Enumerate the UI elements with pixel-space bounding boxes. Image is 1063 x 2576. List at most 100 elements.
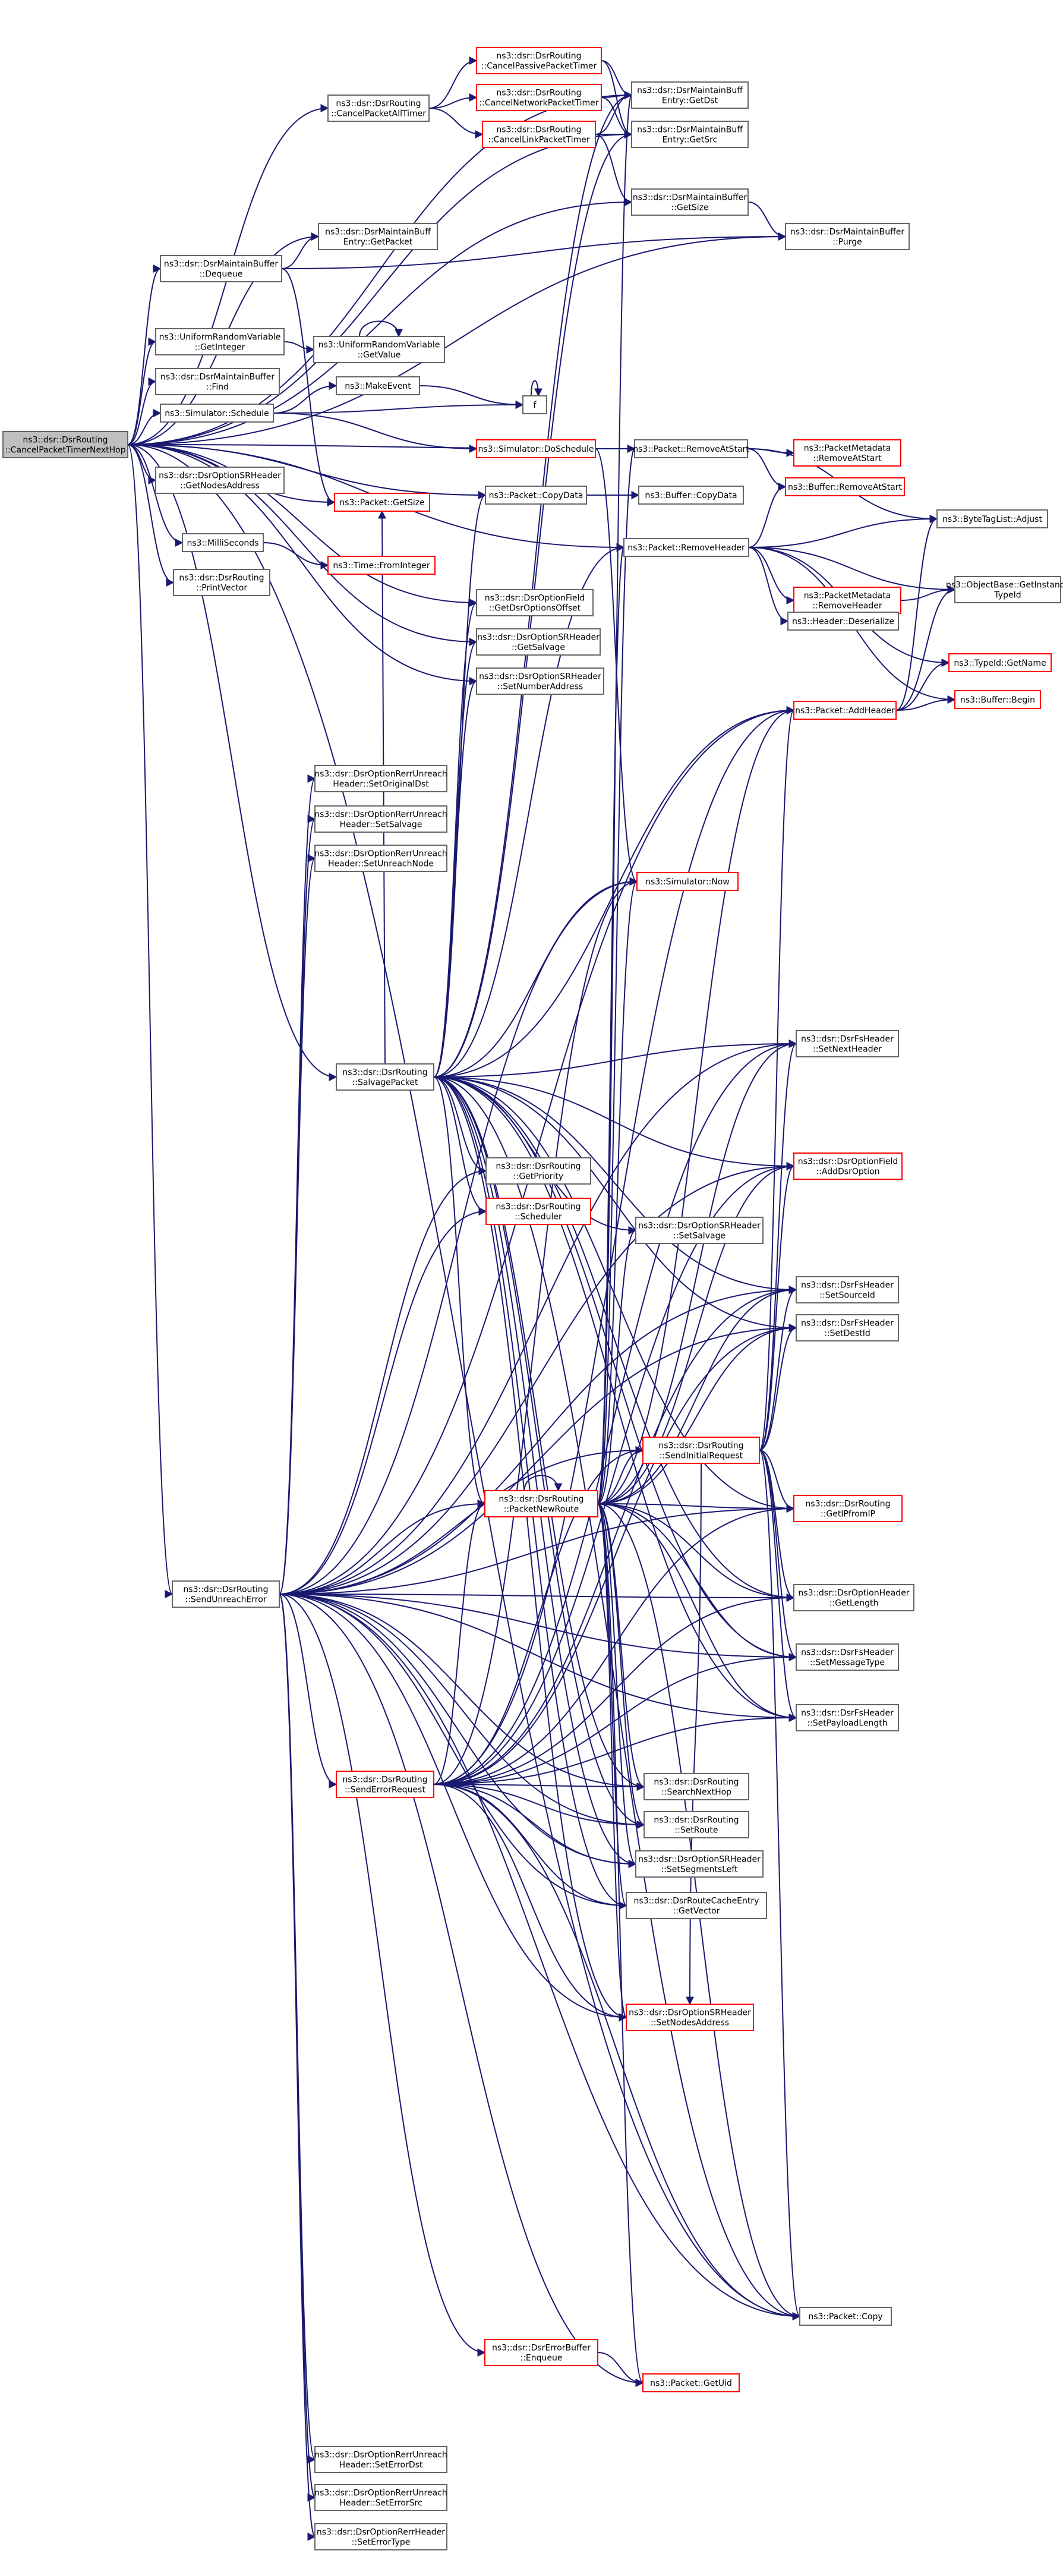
node-pktGetUid[interactable]: ns3::Packet::GetUid [642, 2373, 740, 2392]
node-cancelNetwork[interactable]: ns3::dsr::DsrRouting::CancelNetworkPacke… [476, 84, 602, 111]
node-getSize[interactable]: ns3::dsr::DsrMaintainBuffer::GetSize [631, 188, 749, 216]
edge-salvagePacket-to-searchNextHop [433, 1076, 645, 1791]
node-dequeue[interactable]: ns3::dsr::DsrMaintainBuffer::Dequeue [160, 255, 282, 282]
node-label: ::Find [206, 383, 229, 392]
edge-packetNewRoute-to-fsSetSourceId [597, 1286, 797, 1504]
node-searchNextHop[interactable]: ns3::dsr::DsrRouting::SearchNextHop [644, 1773, 749, 1800]
node-box [484, 1490, 598, 1517]
node-addDsrOption[interactable]: ns3::dsr::DsrOptionField::AddDsrOption [793, 1152, 903, 1180]
node-cancelLink[interactable]: ns3::dsr::DsrRouting::CancelLinkPacketTi… [482, 121, 596, 148]
node-label: ::PrintVector [196, 584, 247, 593]
node-fromInteger[interactable]: ns3::Time::FromInteger [327, 556, 436, 575]
node-doSchedule[interactable]: ns3::Simulator::DoSchedule [476, 439, 596, 458]
node-label: ::SetMessageType [810, 1658, 885, 1668]
edge-pmRemoveHeader-to-getInstanceTypeId [900, 585, 956, 601]
node-pmRemoveAtStart[interactable]: ns3::PacketMetadata::RemoveAtStart [793, 439, 901, 467]
node-label: ns3::dsr::DsrOptionSRHeader [479, 672, 601, 682]
node-label: Entry::GetPacket [343, 238, 413, 247]
node-label: ::SendErrorRequest [345, 1785, 425, 1795]
node-copyData[interactable]: ns3::Packet::CopyData [485, 486, 587, 505]
node-box [793, 587, 901, 614]
node-root[interactable]: ns3::dsr::DsrRouting::CancelPacketTimerN… [2, 431, 128, 458]
node-bufRemoveAtStart[interactable]: ns3::Buffer::RemoveAtStart [785, 477, 905, 496]
node-label: ::GetSize [671, 203, 708, 213]
node-addHeader[interactable]: ns3::Packet::AddHeader [793, 701, 897, 720]
node-getInteger[interactable]: ns3::UniformRandomVariable::GetInteger [155, 328, 285, 355]
edge-root-to-purge [127, 232, 787, 445]
node-srSetSegmentsLeft[interactable]: ns3::dsr::DsrOptionSRHeader::SetSegments… [635, 1850, 764, 1878]
node-simNow[interactable]: ns3::Simulator::Now [636, 872, 739, 891]
node-fsSetNextHeader[interactable]: ns3::dsr::DsrFsHeader::SetNextHeader [796, 1030, 899, 1057]
node-printVector[interactable]: ns3::dsr::DsrRouting::PrintVector [173, 569, 270, 596]
edge-sendUnreachError-to-srSetNodesAddress [279, 1594, 627, 2021]
node-getPriority[interactable]: ns3::dsr::DsrRouting::GetPriority [485, 1157, 591, 1185]
node-byteTagAdjust[interactable]: ns3::ByteTagList::Adjust [936, 509, 1048, 528]
node-pmRemoveHeader[interactable]: ns3::PacketMetadata::RemoveHeader [793, 587, 901, 614]
node-rerrSetOriginalDst[interactable]: ns3::dsr::DsrOptionRerrUnreachHeader::Se… [314, 765, 447, 792]
node-label: ns3::dsr::DsrRouting [496, 1162, 581, 1172]
node-getValue[interactable]: ns3::UniformRandomVariable::GetValue [313, 336, 445, 363]
node-rerrSetSalvage[interactable]: ns3::dsr::DsrOptionRerrUnreachHeader::Se… [314, 805, 447, 833]
node-removeHeader[interactable]: ns3::Packet::RemoveHeader [623, 538, 749, 557]
node-label: f [534, 401, 537, 410]
node-scheduler[interactable]: ns3::dsr::DsrRouting::Scheduler [485, 1198, 591, 1225]
node-srSetNodesAddress[interactable]: ns3::dsr::DsrOptionSRHeader::SetNodesAdd… [626, 2004, 754, 2031]
node-find[interactable]: ns3::dsr::DsrMaintainBuffer::Find [155, 368, 280, 395]
node-fsSetMessageType[interactable]: ns3::dsr::DsrFsHeader::SetMessageType [796, 1643, 899, 1671]
edge-getSize-to-purge [747, 201, 787, 241]
node-fsSetSourceId[interactable]: ns3::dsr::DsrFsHeader::SetSourceId [796, 1276, 899, 1303]
node-getNodesAddress[interactable]: ns3::dsr::DsrOptionSRHeader::GetNodesAdd… [155, 467, 285, 494]
edge-packetNewRoute-to-getDst [597, 92, 633, 1504]
node-pktGetSize[interactable]: ns3::Packet::GetSize [334, 493, 430, 512]
node-deserialize[interactable]: ns3::Header::Deserialize [787, 612, 899, 631]
node-label: ns3::Packet::GetSize [339, 498, 424, 508]
node-purge[interactable]: ns3::dsr::DsrMaintainBuffer::Purge [785, 223, 910, 250]
node-sendErrorRequest[interactable]: ns3::dsr::DsrRouting::SendErrorRequest [336, 1771, 434, 1798]
node-rerrSetUnreachNode[interactable]: ns3::dsr::DsrOptionRerrUnreachHeader::Se… [314, 845, 447, 872]
node-optHeaderGetLength[interactable]: ns3::dsr::DsrOptionHeader::GetLength [793, 1584, 914, 1611]
edge-sendErrorRequest-to-packetNewRoute [433, 1500, 486, 1785]
node-srSetSalvage[interactable]: ns3::dsr::DsrOptionSRHeader::SetSalvage [635, 1217, 764, 1244]
node-getDsrOptionsOffset[interactable]: ns3::dsr::DsrOptionField::GetDsrOptionsO… [476, 589, 594, 616]
node-fsSetPayloadLength[interactable]: ns3::dsr::DsrFsHeader::SetPayloadLength [796, 1704, 899, 1731]
node-getPacketEntry[interactable]: ns3::dsr::DsrMaintainBuffEntry::GetPacke… [318, 223, 438, 250]
node-fsSetDestId[interactable]: ns3::dsr::DsrFsHeader::SetDestId [796, 1314, 899, 1341]
node-rerrHeaderSetErrorType[interactable]: ns3::dsr::DsrOptionRerrHeader::SetErrorT… [314, 2523, 447, 2550]
node-salvagePacket[interactable]: ns3::dsr::DsrRouting::SalvagePacket [336, 1063, 434, 1091]
edge-root-to-getDsrOptionsOffset [127, 444, 478, 607]
edge-salvagePacket-to-copyData [433, 491, 487, 1078]
node-sendUnreachError[interactable]: ns3::dsr::DsrRouting::SendUnreachError [172, 1580, 280, 1608]
edge-salvagePacket-to-getDst [433, 91, 633, 1078]
node-milliSeconds[interactable]: ns3::MilliSeconds [182, 533, 264, 552]
node-rcGetVector[interactable]: ns3::dsr::DsrRouteCacheEntry::GetVector [626, 1892, 767, 1919]
node-rerrSetErrorDst[interactable]: ns3::dsr::DsrOptionRerrUnreachHeader::Se… [314, 2446, 447, 2473]
node-cancelAll[interactable]: ns3::dsr::DsrRouting::CancelPacketAllTim… [327, 95, 430, 122]
node-pktCopy[interactable]: ns3::Packet::Copy [799, 2307, 892, 2326]
node-setRoute[interactable]: ns3::dsr::DsrRouting::SetRoute [644, 1811, 749, 1838]
node-schedule[interactable]: ns3::Simulator::Schedule [160, 404, 274, 423]
node-errEnqueue[interactable]: ns3::dsr::DsrErrorBuffer::Enqueue [484, 2339, 598, 2366]
edge-salvagePacket-to-srSetSegmentsLeft [433, 1076, 637, 1868]
node-packetNewRoute[interactable]: ns3::dsr::DsrRouting::PacketNewRoute [484, 1490, 598, 1517]
node-box [785, 223, 910, 250]
node-cancelPassive[interactable]: ns3::dsr::DsrRouting::CancelPassivePacke… [476, 47, 602, 74]
node-f[interactable]: f [522, 395, 547, 414]
edge-makeEvent-to-f [419, 385, 524, 409]
node-removeAtStart[interactable]: ns3::Packet::RemoveAtStart [633, 439, 749, 458]
node-srGetSalvage[interactable]: ns3::dsr::DsrOptionSRHeader::GetSalvage [476, 628, 601, 656]
edge-sendUnreachError-to-fsSetNextHeader [279, 1040, 797, 1595]
node-makeEvent[interactable]: ns3::MakeEvent [336, 376, 420, 395]
node-label: ::PacketNewRoute [504, 1505, 579, 1514]
node-srSetNumberAddress[interactable]: ns3::dsr::DsrOptionSRHeader::SetNumberAd… [476, 667, 604, 695]
edge-schedule-to-f [273, 401, 524, 414]
node-rerrSetErrorSrc[interactable]: ns3::dsr::DsrOptionRerrUnreachHeader::Se… [314, 2484, 447, 2511]
node-sendInitialRequest[interactable]: ns3::dsr::DsrRouting::SendInitialRequest [642, 1437, 760, 1464]
node-bufBegin[interactable]: ns3::Buffer::Begin [954, 690, 1041, 709]
node-bufCopyData[interactable]: ns3::Buffer::CopyData [638, 486, 744, 505]
node-typeGetName[interactable]: ns3::TypeId::GetName [948, 653, 1052, 672]
node-getIPfromIP[interactable]: ns3::dsr::DsrRouting::GetIPfromIP [793, 1495, 903, 1522]
edge-cancelPassive-to-getDst [601, 60, 633, 99]
